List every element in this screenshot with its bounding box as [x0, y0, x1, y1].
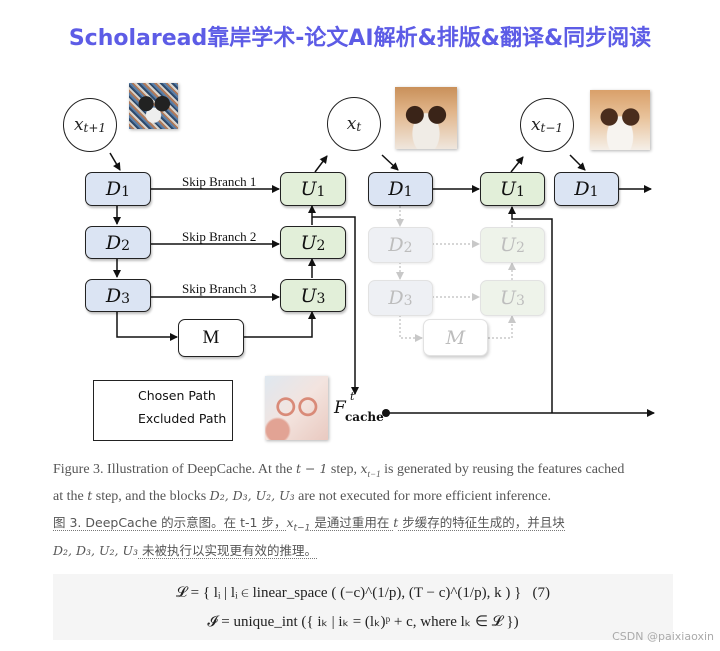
node-subscript: t+1 — [83, 121, 107, 135]
node-subscript: t−1 — [540, 121, 564, 135]
cached-feature-heatmap — [265, 376, 328, 440]
skip-branch-1-label: Skip Branch 1 — [182, 174, 257, 189]
caption-math-sub: t−1 — [293, 523, 311, 534]
caption-text: step, and the blocks — [92, 488, 210, 504]
block-label: U — [300, 231, 317, 254]
block-subscript: 1 — [121, 184, 131, 200]
caption-math: t − 1 — [296, 461, 328, 476]
watermark: CSDN @paixiaoxin — [612, 630, 714, 643]
caption-text: 是通过重用在 — [310, 515, 394, 531]
caption-math: x — [360, 461, 368, 476]
caption-math: t — [87, 487, 93, 503]
block-label: U — [500, 178, 517, 200]
caption-math: x — [286, 515, 294, 530]
caption-text: step, — [327, 462, 361, 477]
block-label: D — [388, 234, 404, 256]
block-label: U — [300, 284, 317, 307]
figure-caption-en: Figure 3. Illustration of DeepCache. At … — [53, 458, 678, 507]
node-subscript: t — [356, 120, 362, 134]
block-subscript: 2 — [316, 237, 326, 254]
legend: Chosen Path Excluded Path — [93, 380, 233, 441]
caption-math: t — [393, 515, 399, 530]
legend-chosen-path: Chosen Path — [138, 388, 216, 403]
block-label: D — [105, 231, 122, 254]
equation-text: 𝓛 = { lᵢ | lᵢ ∈ linear_space ( (−c)^(1/p… — [175, 585, 522, 601]
equation-number: (7) — [532, 585, 551, 601]
cache-superscript: t — [350, 390, 355, 403]
block-label: U — [500, 234, 517, 256]
skip-branch-2-label: Skip Branch 2 — [182, 229, 257, 244]
block-label: U — [500, 287, 517, 309]
figure-caption-cn: 图 3. DeepCache 的示意图。在 t-1 步，xt−1 是通过重用在 … — [53, 512, 678, 562]
equation-line-1: 𝓛 = { lᵢ | lᵢ ∈ linear_space ( (−c)^(1/p… — [53, 584, 673, 602]
equation-block: 𝓛 = { lᵢ | lᵢ ∈ linear_space ( (−c)^(1/p… — [53, 574, 673, 640]
block-subscript: 3 — [121, 290, 131, 307]
caption-text: 图 3. DeepCache 的示意图。在 t-1 步， — [53, 515, 287, 531]
cache-subscript: cache — [345, 410, 384, 424]
caption-math: D₂, D₃, U₂, U₃ — [53, 542, 138, 558]
block-subscript: 3 — [516, 293, 525, 309]
block-subscript: 1 — [316, 184, 326, 200]
page-title: Scholaread靠岸学术-论文AI解析&排版&翻译&同步阅读 — [68, 26, 652, 51]
caption-text: are not executed for more efficient infe… — [294, 488, 551, 504]
block-label: D — [388, 178, 404, 200]
caption-text: 步缓存的特征生成的，并且块 — [398, 515, 565, 531]
cached-feature-label: F t cache — [334, 390, 384, 424]
partially-denoised-cat-image — [395, 87, 457, 149]
caption-text: Figure 3. Illustration of DeepCache. At … — [53, 462, 296, 477]
block-label: U — [300, 178, 317, 200]
block-subscript: 2 — [403, 240, 413, 256]
equation-line-2: 𝓘 = unique_int ({ iₖ | iₖ = (lₖ)ᵖ + c, w… — [207, 614, 519, 630]
block-subscript: 3 — [403, 293, 413, 309]
clean-cat-image — [590, 90, 650, 150]
block-subscript: 3 — [316, 290, 326, 307]
caption-math-sub: t−1 — [367, 468, 381, 479]
block-m-skipped: M — [423, 319, 488, 356]
block-m: M — [178, 319, 244, 357]
skip-branch-3-label: Skip Branch 3 — [182, 281, 257, 296]
node-label: x — [73, 115, 84, 135]
cache-base: F — [334, 398, 346, 418]
block-label: D — [105, 178, 122, 200]
block-subscript: 1 — [403, 184, 413, 200]
caption-math: D₂, D₃, U₂, U₃ — [209, 487, 295, 503]
block-subscript: 1 — [589, 184, 599, 200]
block-label: D — [574, 178, 590, 200]
noisy-cat-image — [129, 83, 178, 129]
caption-text: 未被执行以实现更有效的推理。 — [138, 542, 317, 559]
block-subscript: 2 — [516, 240, 525, 256]
block-label: D — [105, 284, 122, 307]
caption-text: at the — [53, 488, 88, 504]
caption-text: is generated by reusing the features cac… — [380, 462, 625, 477]
block-subscript: 1 — [516, 184, 525, 200]
node-label: x — [346, 114, 357, 134]
node-label: x — [530, 115, 541, 135]
block-label: D — [388, 287, 404, 309]
legend-excluded-path: Excluded Path — [138, 411, 227, 426]
block-subscript: 2 — [121, 237, 131, 254]
